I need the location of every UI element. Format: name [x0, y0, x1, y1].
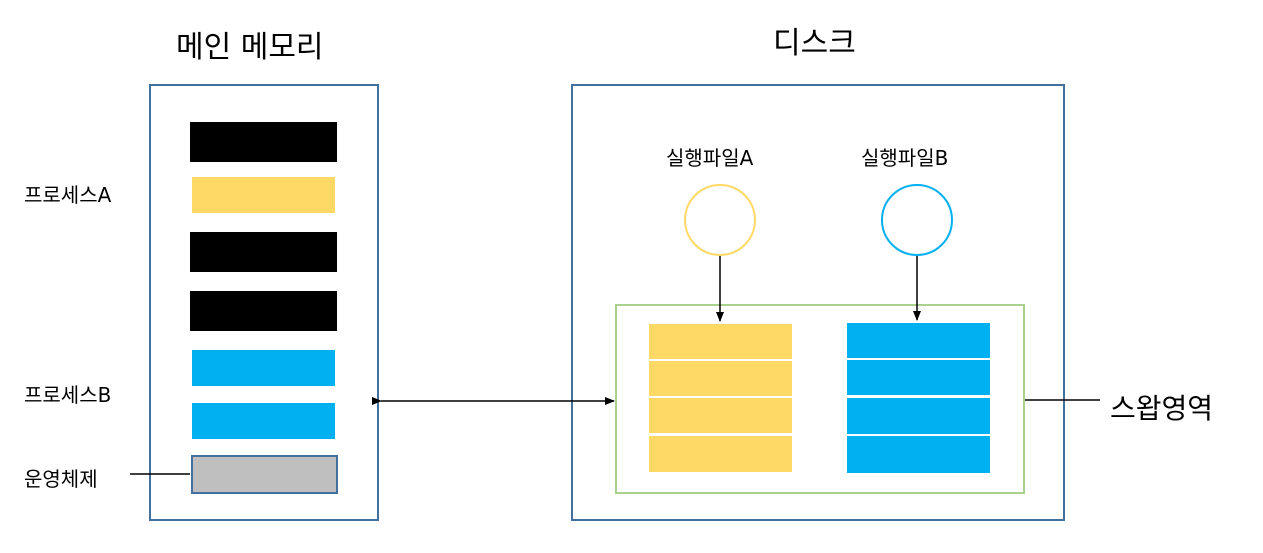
memory-block-other-2 — [190, 232, 337, 272]
exe-a-circle — [684, 184, 756, 256]
swap-page-a-2 — [649, 361, 792, 396]
swap-page-a-1 — [649, 324, 792, 359]
exe-a-label: 실행파일A — [666, 146, 754, 170]
memory-block-os — [191, 455, 338, 494]
process-a-label: 프로세스A — [24, 183, 112, 207]
main-memory-title: 메인 메모리 — [176, 30, 324, 65]
exe-b-label: 실행파일B — [861, 146, 949, 170]
swap-page-b-4 — [847, 436, 990, 473]
swap-page-b-2 — [847, 360, 990, 395]
memory-block-other-3 — [190, 291, 337, 331]
memory-block-process-b-1 — [192, 350, 335, 386]
os-label: 운영체제 — [24, 467, 98, 491]
memory-block-process-a — [192, 177, 335, 213]
disk-title: 디스크 — [773, 26, 856, 61]
swap-page-a-3 — [649, 398, 792, 433]
memory-block-process-b-2 — [192, 403, 335, 439]
swap-area — [615, 304, 1025, 494]
swap-page-b-1 — [847, 323, 990, 358]
memory-block-other-1 — [190, 122, 337, 162]
exe-b-circle — [881, 184, 953, 256]
swap-page-a-4 — [649, 436, 792, 472]
process-b-label: 프로세스B — [24, 383, 112, 407]
swap-area-label: 스왑영역 — [1110, 392, 1214, 425]
swap-page-b-3 — [847, 398, 990, 434]
